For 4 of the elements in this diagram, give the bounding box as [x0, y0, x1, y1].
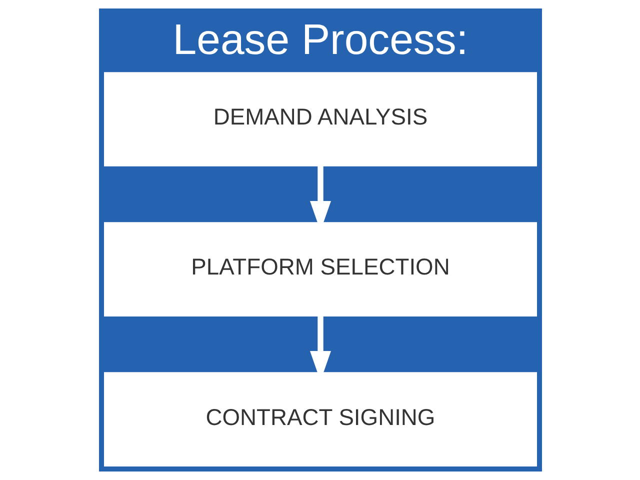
- node-box: DEMAND ANALYSIS: [104, 72, 536, 166]
- diagram-title: Lease Process:: [172, 16, 468, 64]
- node-box: CONTRACT SIGNING: [104, 372, 536, 466]
- node-box: PLATFORM SELECTION: [104, 222, 536, 316]
